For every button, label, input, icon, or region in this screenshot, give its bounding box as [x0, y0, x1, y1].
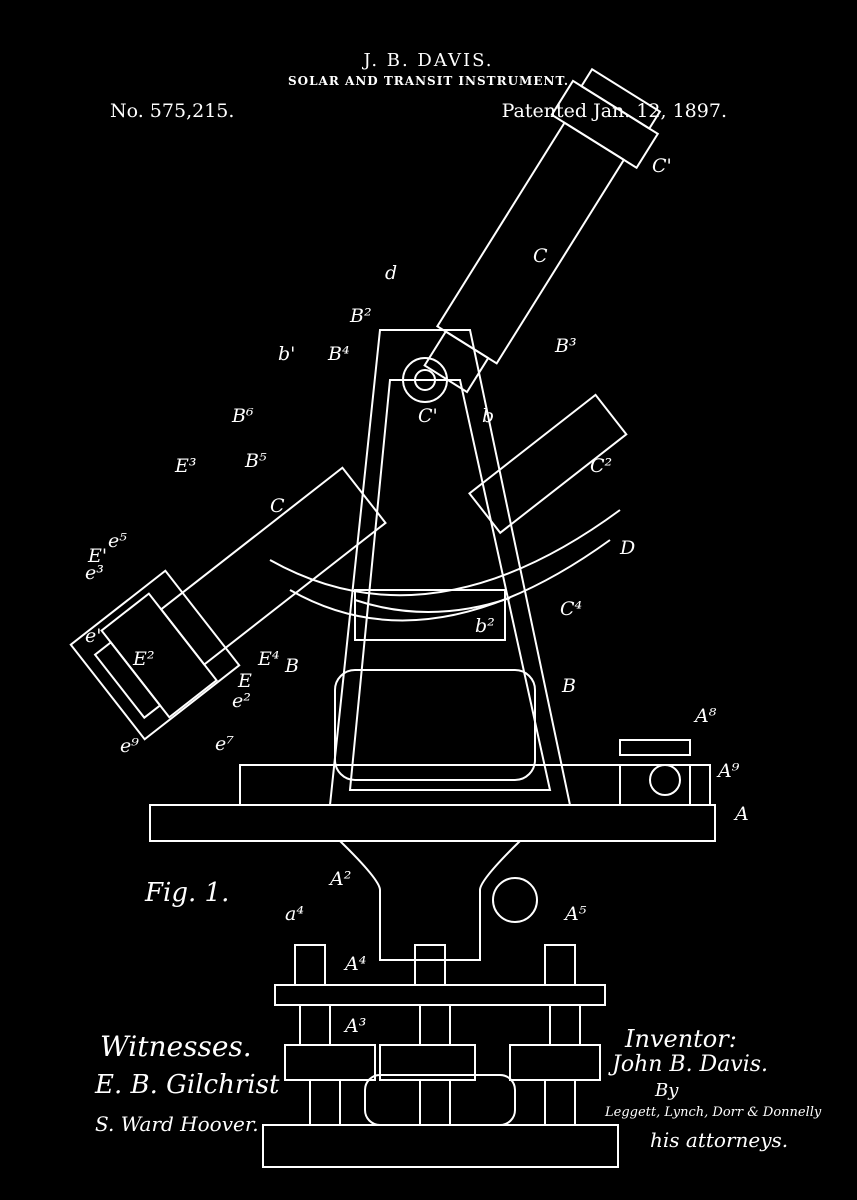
- vertical-arc: [269, 509, 621, 597]
- main-telescope: [435, 121, 626, 365]
- patent-title: SOLAR AND TRANSIT INSTRUMENT.: [287, 74, 570, 88]
- secondary-telescope: [468, 393, 628, 535]
- label: A⁸: [695, 705, 717, 727]
- label: A: [735, 803, 749, 825]
- label: E': [88, 545, 108, 567]
- label: B⁵: [245, 450, 267, 472]
- attorneys-signature: Leggett, Lynch, Dorr & Donnelly: [605, 1105, 822, 1120]
- inventor-name: J. B. DAVIS.: [363, 50, 494, 71]
- label: E²: [133, 648, 155, 670]
- by-label: By: [655, 1080, 679, 1101]
- label: C²: [590, 455, 613, 477]
- inventor-heading: Inventor:: [625, 1025, 737, 1053]
- label: C: [270, 495, 285, 517]
- label: C: [533, 245, 548, 267]
- attorneys-caption: his attorneys.: [650, 1128, 789, 1152]
- label: A³: [345, 1015, 367, 1037]
- label: B: [285, 655, 299, 677]
- label: C': [652, 155, 672, 177]
- standard-drum: [334, 669, 536, 781]
- label: d: [385, 262, 398, 284]
- level-a8: [619, 764, 691, 806]
- label: A⁵: [565, 903, 587, 925]
- label: e': [85, 625, 102, 647]
- mirror-box: [69, 569, 241, 741]
- base-rim: [239, 764, 711, 806]
- label: e⁵: [108, 530, 127, 552]
- label: e⁷: [215, 733, 234, 755]
- label: C': [418, 405, 438, 427]
- witnesses-heading: Witnesses.: [100, 1030, 252, 1063]
- bottom-plate: [262, 1124, 619, 1168]
- center-column: [339, 840, 521, 961]
- label: A⁹: [718, 760, 740, 782]
- label: b': [278, 343, 296, 365]
- label: e⁹: [120, 735, 139, 757]
- label: b²: [475, 615, 495, 637]
- label: D: [620, 537, 636, 559]
- label: B: [562, 675, 576, 697]
- label: B³: [555, 335, 577, 357]
- label: a⁴: [285, 903, 304, 925]
- label: b: [482, 405, 495, 427]
- standard-inner: [348, 379, 552, 791]
- figure-label: Fig. 1.: [145, 878, 230, 908]
- label: E: [238, 670, 252, 692]
- label: B²: [350, 305, 372, 327]
- label: e³: [85, 562, 104, 584]
- label: B⁴: [328, 343, 350, 365]
- foot-plate: [364, 1074, 516, 1126]
- leveling-screws: [284, 944, 601, 1126]
- label: C⁴: [560, 598, 583, 620]
- label: A²: [330, 868, 352, 890]
- label: A⁴: [345, 953, 367, 975]
- label: E³: [175, 455, 197, 477]
- witness-signature: S. Ward Hoover.: [95, 1112, 259, 1136]
- base-plate: [149, 804, 716, 842]
- witness-signature: E. B. Gilchrist: [95, 1070, 280, 1100]
- label: E⁴: [258, 648, 280, 670]
- label: B⁶: [232, 405, 254, 427]
- patent-number: No. 575,215.: [110, 100, 235, 122]
- standard-frame: [328, 329, 572, 806]
- inventor-signature: John B. Davis.: [612, 1052, 769, 1077]
- label: e²: [232, 690, 251, 712]
- leveling-head: [274, 984, 606, 1006]
